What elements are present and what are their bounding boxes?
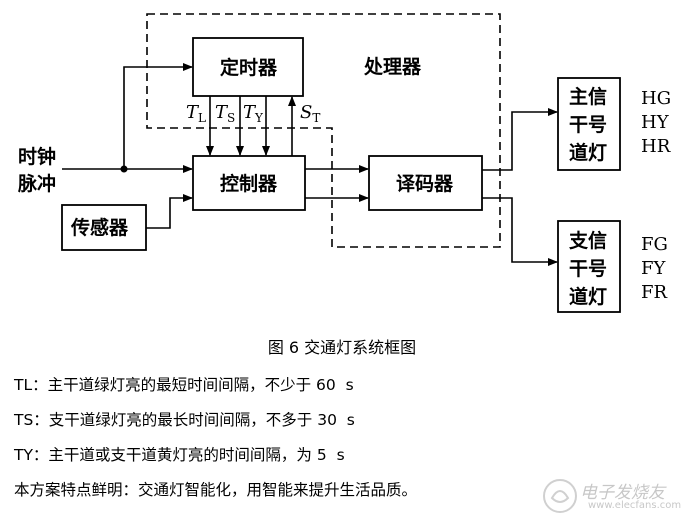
output-hr: HR	[641, 136, 671, 157]
decoder-block	[368, 155, 483, 211]
watermark-url: www.elecfans.com	[588, 500, 682, 511]
decoder-label: 译码器	[396, 173, 454, 195]
decoder-to-branch-line	[482, 197, 558, 266]
traffic-light-block-diagram: 处理器 定时器 控制器 译码器 传感器 主信 干号 道灯 支信 干号 道灯 HG…	[17, 13, 671, 313]
output-fr: FR	[641, 282, 667, 303]
ts-label: TS	[215, 102, 235, 125]
tl-label: TL	[186, 102, 206, 125]
processor-boundary	[146, 13, 501, 248]
controller-block	[192, 155, 306, 211]
watermark-text: 电子发烧友	[580, 483, 665, 503]
st-label: ST	[300, 102, 320, 125]
note-summary: 本方案特点鲜明：交通灯智能化，用智能来提升生活品质。	[14, 481, 418, 499]
ty-label: TY	[243, 102, 264, 125]
note-ts: TS：支干道绿灯亮的最长时间间隔，不多于 30 s	[14, 411, 355, 429]
branch-signal-line2: 干号	[569, 258, 607, 280]
elecfans-watermark: 电子发烧友 www.elecfans.com	[540, 476, 682, 518]
main-signal-line2: 干号	[569, 114, 607, 136]
clock-label-line1: 时钟	[18, 145, 56, 168]
output-hg: HG	[641, 88, 671, 109]
figure-caption: 图 6 交通灯系统框图	[267, 338, 417, 357]
branch-signal-line1: 支信	[568, 229, 607, 252]
note-ty: TY：主干道或支干道黄灯亮的时间间隔，为 5 s	[14, 446, 345, 464]
timer-block	[192, 37, 304, 97]
clock-label-line2: 脉冲	[17, 172, 56, 195]
processor-label: 处理器	[363, 55, 422, 78]
timer-label: 定时器	[220, 56, 278, 79]
main-signal-line3: 道灯	[569, 141, 607, 164]
output-hy: HY	[641, 112, 670, 133]
note-tl: TL：主干道绿灯亮的最短时间间隔，不少于 60 s	[14, 376, 354, 394]
controller-label: 控制器	[220, 172, 278, 195]
sensor-label: 传感器	[70, 216, 129, 239]
sensor-to-controller-line	[146, 194, 193, 229]
output-fy: FY	[641, 258, 666, 279]
branch-signal-block	[557, 220, 621, 313]
main-signal-block	[557, 77, 621, 171]
clock-to-timer-line	[123, 63, 193, 169]
main-signal-line1: 主信	[569, 85, 607, 108]
branch-signal-line3: 道灯	[569, 285, 607, 308]
watermark-logo-icon	[543, 479, 577, 513]
output-fg: FG	[641, 234, 668, 255]
decoder-to-main-line	[482, 108, 558, 171]
